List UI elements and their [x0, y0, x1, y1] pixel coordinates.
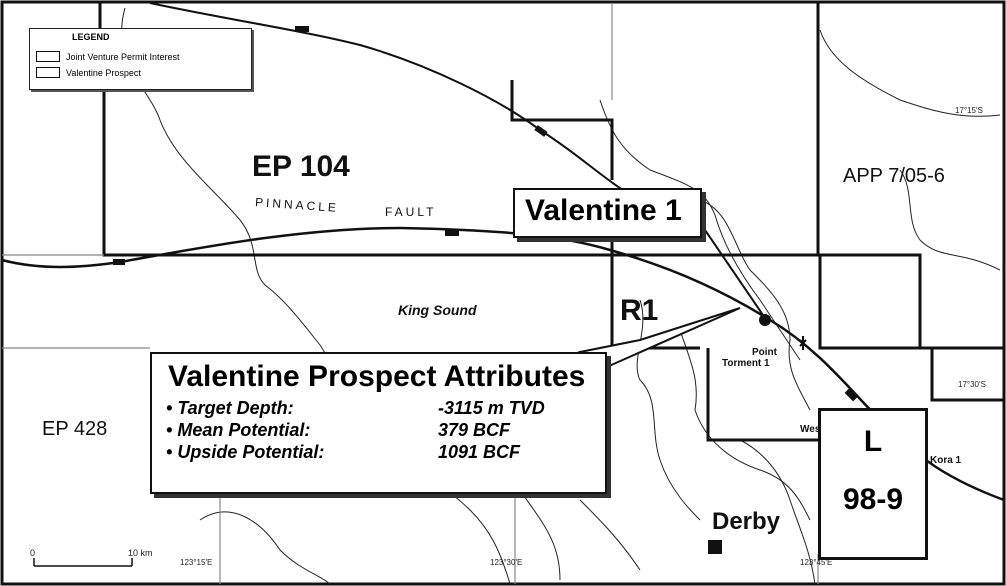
bullet: •: [166, 398, 173, 418]
attribute-value: 1091 BCF: [438, 442, 521, 462]
attribute-value: -3115 m TVD: [438, 398, 545, 418]
legend-title: LEGEND: [72, 32, 110, 42]
attribute-row-label: • Target Depth:: [166, 398, 294, 419]
permit-label-ep428: EP 428: [42, 418, 108, 440]
legend-item-label: Valentine Prospect: [66, 67, 141, 78]
coord-label-lon-12345: 123°45'E: [800, 558, 833, 567]
legend-item-joint-venture: Joint Venture Permit Interest: [36, 51, 180, 62]
attribute-value: 379 BCF: [438, 420, 511, 440]
well-label-point: Point: [752, 347, 777, 358]
attribute-label: Target Depth:: [177, 398, 294, 418]
scalebar-start-label: 0: [30, 548, 36, 558]
coastline: [121, 7, 1001, 585]
permit-label-ep104: EP 104: [252, 150, 350, 183]
coord-label-lon-12330: 123°30'E: [490, 558, 523, 567]
valentine-1-well: [759, 314, 771, 326]
valentine-1-callout-text: Valentine 1: [525, 194, 682, 227]
bullet: •: [166, 420, 173, 440]
point-torment-well: [799, 336, 807, 350]
permit-label-r1: R1: [620, 294, 659, 327]
valentine-1-callout: Valentine 1: [513, 188, 702, 238]
permit-label-app: APP 7/05-6: [843, 165, 945, 187]
coord-label-lat-1715: 17°15'S: [955, 106, 983, 115]
valentine-leader: [704, 229, 766, 319]
attribute-row-label: • Upside Potential:: [166, 442, 324, 463]
legend: LEGEND Joint Venture Permit Interest Val…: [29, 28, 252, 90]
permit-box-l98-9: L 98-9: [818, 408, 928, 560]
coord-label-lon-12315: 123°15'E: [180, 558, 213, 567]
scale-bar: [33, 558, 133, 567]
attribute-label: Upside Potential:: [177, 442, 325, 462]
permit-l98-9-bottom: 98-9: [842, 483, 904, 516]
legend-item-label: Joint Venture Permit Interest: [66, 51, 180, 62]
fault-ticks: [113, 26, 858, 402]
northern-fault-line: [149, 2, 641, 201]
well-label-torment: Torment 1: [722, 358, 770, 369]
legend-swatch: [36, 51, 60, 62]
bullet: •: [166, 442, 173, 462]
place-label-king-sound: King Sound: [398, 302, 477, 318]
permit-l98-9-top: L: [863, 425, 883, 458]
fault-label-fault: FAULT: [385, 205, 437, 219]
place-label-derby: Derby: [712, 508, 781, 535]
legend-item-valentine: Valentine Prospect: [36, 67, 141, 78]
attribute-row-label: • Mean Potential:: [166, 420, 310, 441]
legend-swatch: [36, 67, 60, 78]
attributes-title: Valentine Prospect Attributes: [168, 360, 586, 393]
coord-label-lat-1730: 17°30'S: [958, 380, 986, 389]
attribute-label: Mean Potential:: [177, 420, 311, 440]
well-label-kora: Kora 1: [930, 455, 962, 466]
derby-town-marker: [708, 540, 722, 554]
prospect-attributes-box: Valentine Prospect Attributes • Target D…: [150, 352, 607, 494]
scalebar-end-label: 10 km: [128, 548, 153, 558]
